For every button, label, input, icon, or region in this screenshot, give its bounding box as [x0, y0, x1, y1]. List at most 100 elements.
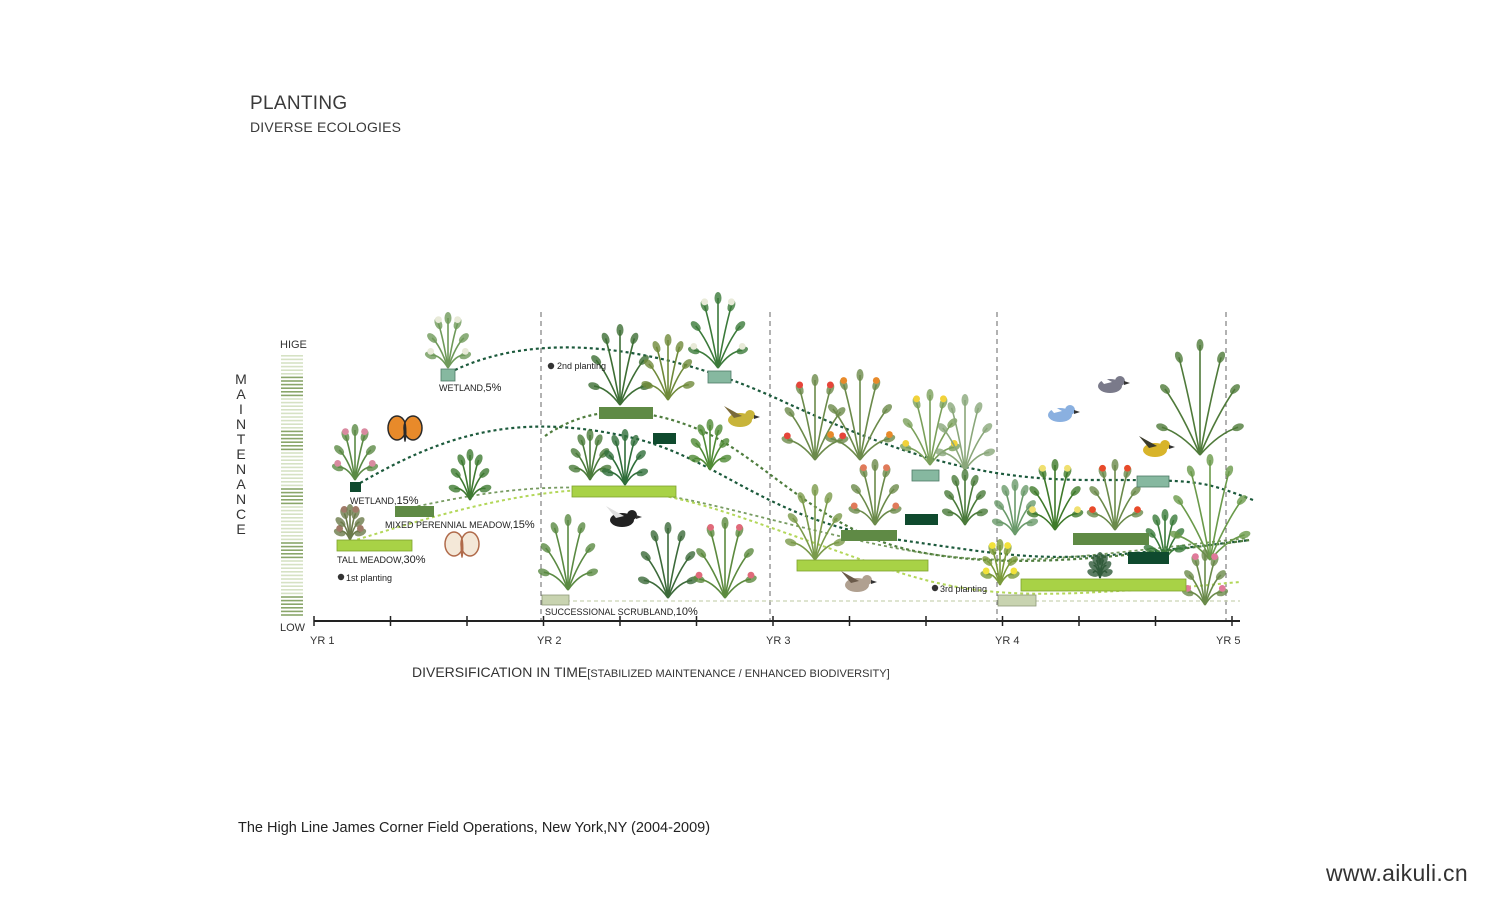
plant-flower: [340, 505, 348, 513]
plant-leaf: [1001, 484, 1010, 497]
plant-stem: [1190, 470, 1211, 561]
plant-leaf: [346, 504, 354, 516]
plant-leaf: [1174, 351, 1183, 363]
plant-flower: [1004, 542, 1012, 549]
plant-stem: [703, 305, 719, 369]
plant-leaf: [652, 341, 661, 353]
bird-icon: [724, 406, 760, 427]
gauge-stripe: [281, 502, 303, 505]
plant-flower: [913, 395, 920, 403]
plant-leaf: [1156, 423, 1168, 432]
plant-leaf: [354, 517, 365, 527]
plant-leaf: [459, 351, 472, 360]
wing: [841, 571, 859, 583]
plant-leaf: [1232, 423, 1244, 432]
plant-leaf: [690, 321, 701, 331]
watermark: www.aikuli.cn: [1326, 860, 1468, 886]
plant-leaf: [974, 402, 983, 414]
gauge-stripe: [281, 473, 303, 476]
plant-stem: [842, 384, 861, 461]
label-wetland-15: WETLAND,15%: [350, 495, 419, 507]
gauge-stripe: [281, 592, 303, 595]
plant-icon: [601, 429, 649, 486]
bar-wetland-5-yr3: [911, 469, 940, 482]
butterfly-icon: [387, 415, 423, 442]
gauge-stripe: [281, 434, 303, 436]
plant-leaf: [900, 443, 912, 452]
plant-flower: [840, 377, 848, 384]
gauge-stripe: [281, 387, 303, 389]
plant-flower: [728, 298, 735, 306]
plant-stem: [1199, 357, 1222, 456]
beak: [754, 415, 760, 419]
gauge-stripe: [281, 531, 303, 533]
gauge-stripe: [281, 513, 303, 515]
mixed-meadow-curve-upper: [544, 410, 1251, 562]
plant-leaf: [832, 513, 843, 523]
y-axis-title-letter: N: [236, 416, 246, 432]
wing: [1044, 401, 1062, 413]
x-tick-yr4: YR 4: [995, 635, 1019, 647]
plant-leaf: [975, 490, 986, 500]
gauge-stripe: [281, 556, 303, 559]
plant-leaf: [690, 438, 701, 448]
bar-mixed-meadow-yr1: [395, 506, 434, 517]
x-tick-yr3: YR 3: [766, 635, 790, 647]
y-axis-title-letter: E: [236, 521, 245, 537]
plant-leaf: [1215, 570, 1226, 580]
gauge-stripe: [281, 549, 303, 551]
y-axis-title: MAINTENANCE: [235, 371, 247, 537]
plant-leaf: [951, 474, 960, 487]
plant-flower: [356, 525, 364, 532]
label-wetland-5: WETLAND,5%: [439, 382, 502, 394]
bar-wetland-15-yr1: [350, 482, 361, 492]
plant-leaf: [1086, 509, 1099, 518]
y-axis-title-letter: N: [236, 461, 246, 477]
plant-flower: [334, 459, 342, 467]
bar-scrubland-yr4: [997, 594, 1037, 607]
plant-leaf: [1217, 351, 1226, 363]
gauge-stripe: [281, 535, 303, 537]
x-axis-title-main: DIVERSIFICATION IN TIME: [412, 664, 587, 680]
gauge-stripe: [281, 578, 303, 580]
plant-leaf: [1026, 518, 1039, 527]
bar-mixed-meadow-yr4: [1073, 533, 1149, 545]
plant-leaf: [935, 448, 947, 457]
plant-leaf: [696, 548, 707, 558]
plant-leaf: [944, 490, 955, 500]
gauge-stripe: [281, 427, 303, 429]
head: [627, 510, 637, 520]
plant-leaf: [1026, 509, 1039, 518]
wing: [403, 415, 423, 441]
gauge-stripe: [281, 455, 303, 458]
plant-flower: [860, 464, 867, 472]
plant-stem: [814, 388, 832, 461]
plant-icon: [1169, 454, 1251, 561]
head: [1115, 376, 1125, 386]
plant-leaf: [635, 450, 646, 460]
plant-leaf: [835, 407, 846, 417]
plant-flower: [461, 347, 469, 355]
plant-stem: [1164, 388, 1201, 456]
wing: [1139, 436, 1157, 448]
y-high-label: HIGE: [280, 339, 307, 351]
gauge-stripe: [281, 567, 303, 569]
bar-mixed-meadow-yr2: [599, 407, 653, 419]
gauge-stripe: [281, 362, 303, 364]
plant-leaf: [1174, 544, 1187, 553]
plant-leaf: [941, 508, 954, 517]
gauge-stripe: [281, 545, 303, 548]
plant-leaf: [621, 429, 629, 441]
plant-leaf: [785, 538, 797, 547]
plant-leaf: [1169, 530, 1182, 539]
footer-caption: The High Line James Corner Field Operati…: [238, 820, 711, 836]
plant-leaf: [538, 568, 550, 577]
plant-leaf: [577, 434, 586, 446]
planting-1-dot: [337, 573, 345, 581]
plant-stem: [724, 531, 741, 599]
plant-leaf: [1007, 556, 1018, 566]
plant-stem: [798, 388, 816, 461]
wetland-5-curve: [454, 346, 1254, 502]
plant-flower: [883, 464, 890, 472]
plant-icon: [991, 479, 1039, 536]
